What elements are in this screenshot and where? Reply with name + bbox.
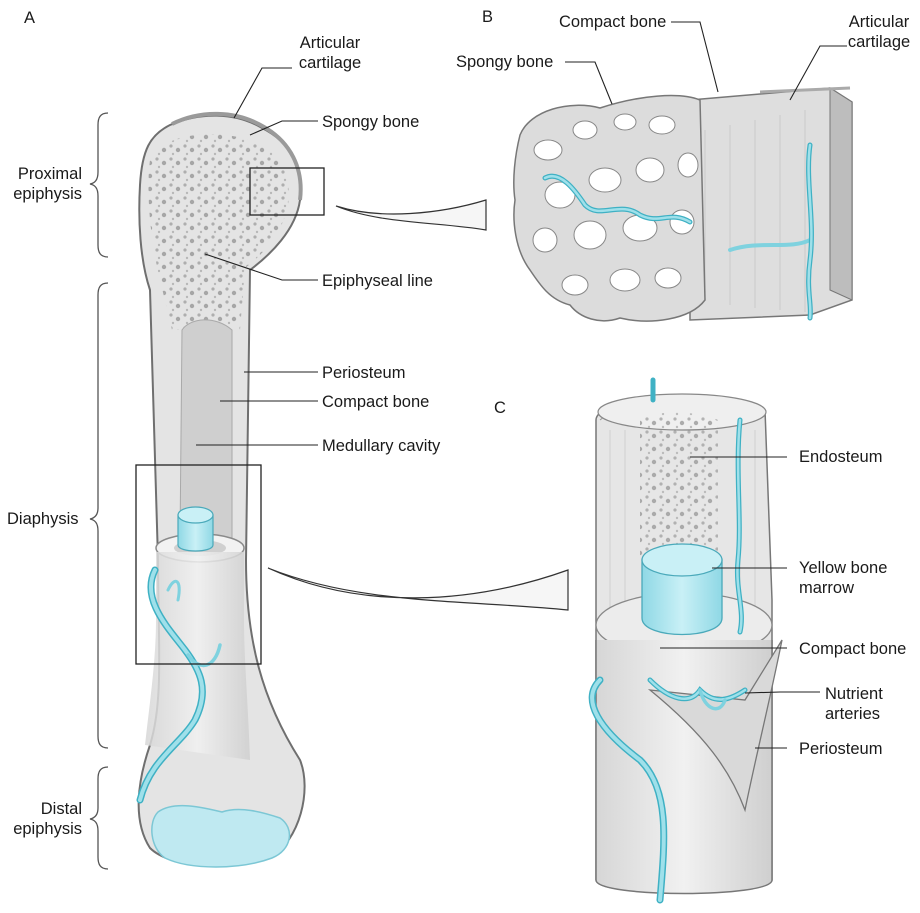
label-medullary-cavity: Medullary cavity bbox=[322, 436, 440, 456]
label-periosteum-a: Periosteum bbox=[322, 363, 405, 383]
label-spongy-bone-b: Spongy bone bbox=[456, 52, 553, 72]
label-spongy-bone-a: Spongy bone bbox=[322, 112, 419, 132]
label-articular-cartilage-b: Articular cartilage bbox=[840, 12, 918, 52]
label-compact-bone-a: Compact bone bbox=[322, 392, 429, 412]
label-articular-cartilage-a: Articular cartilage bbox=[292, 33, 368, 73]
label-compact-bone-b: Compact bone bbox=[559, 12, 666, 32]
panel-label-c: C bbox=[494, 398, 506, 418]
label-compact-bone-c: Compact bone bbox=[799, 639, 906, 659]
label-nutrient-arteries: Nutrient arteries bbox=[825, 684, 883, 724]
label-epiphyseal-line: Epiphyseal line bbox=[322, 271, 433, 291]
shaft-cross-section bbox=[592, 380, 782, 900]
label-endosteum: Endosteum bbox=[799, 447, 882, 467]
long-bone bbox=[136, 114, 568, 867]
label-diaphysis: Diaphysis bbox=[7, 509, 79, 529]
label-proximal-epiphysis: Proximal epiphysis bbox=[2, 164, 82, 204]
label-yellow-bone-marrow: Yellow bone marrow bbox=[799, 558, 887, 598]
region-braces bbox=[90, 113, 108, 869]
bone-tissue-block bbox=[514, 88, 852, 321]
panel-label-b: B bbox=[482, 7, 493, 27]
label-periosteum-c: Periosteum bbox=[799, 739, 882, 759]
label-distal-epiphysis: Distal epiphysis bbox=[2, 799, 82, 839]
panel-label-a: A bbox=[24, 8, 35, 28]
